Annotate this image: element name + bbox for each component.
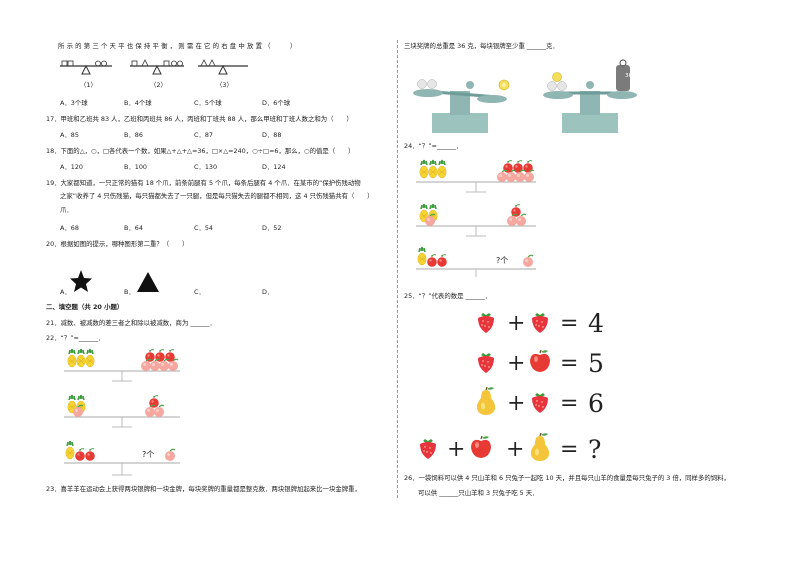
q17-option-b: B．86	[124, 131, 143, 139]
q16-scale-label-1: （1）	[80, 81, 97, 89]
q16-text: 所示的第三个天平也保持平衡，则需在它的右盘中放置（ ）	[58, 42, 299, 50]
q26-line-2: 可以供 ______只山羊和 3 只兔子吃 5 天．	[418, 489, 539, 497]
q16-scale-label-2: （2）	[150, 81, 167, 89]
svg-text:+: +	[507, 311, 525, 336]
q20-option-a: A．	[60, 288, 71, 296]
q25-fruit-equations: + = + = + = + + =	[420, 311, 578, 462]
svg-text:=: =	[560, 391, 578, 416]
q17-text: 17．甲班和乙班共 83 人，乙班和丙班共 86 人，丙班和丁班共 88 人，那…	[46, 115, 353, 123]
q16-scale-2	[130, 59, 184, 75]
q17-option-d: D．88	[262, 131, 282, 139]
q16-option-b: B．4个球	[124, 99, 152, 107]
q17-option-c: C．87	[194, 131, 213, 139]
q19-option-d: D．52	[262, 224, 282, 232]
q23-continued: 三块奖牌的总重是 36 克，每块银牌至少重 ______克．	[404, 42, 559, 50]
q21-text: 21．减数、被减数的差三者之和除以被减数，商为 ______．	[46, 319, 216, 327]
column-divider	[397, 40, 398, 498]
q18-text: 18．下面的△，○，□各代表一个数，如果△+△+△=36，□×△=240，○÷□…	[46, 147, 355, 155]
section-2-heading: 二、填空题（共 20 小题）	[46, 303, 124, 311]
q16-scale-1	[60, 60, 112, 75]
q20-option-c: C．	[194, 288, 205, 296]
q19-option-c: C．54	[194, 224, 213, 232]
q24-question-mark: ?个	[496, 256, 509, 265]
q16-option-a: A．3个球	[60, 99, 88, 107]
q22-question-mark: ?个	[142, 450, 155, 459]
svg-text:+: +	[447, 437, 465, 462]
q25-text: 25．“？”代表的数是 ______．	[404, 292, 492, 300]
q17-option-a: A．85	[60, 131, 79, 139]
q24-text: 24．“？”=______．	[404, 142, 463, 150]
q20-option-b: B．	[124, 288, 135, 296]
q19-line-3: 爪．	[60, 206, 73, 214]
q25-result-3: 6	[588, 389, 604, 418]
q25-result-2: 5	[588, 349, 604, 378]
q19-line-2: 之家”收养了 4 只伤残猫，每只猫都失去了一只腿，但是每只猫失去的腿都不相同，这…	[60, 192, 374, 200]
q19-option-b: B．64	[124, 224, 143, 232]
q16-option-d: D．6个球	[262, 99, 291, 107]
q26-line-1: 26．一袋饲料可以供 4 只山羊和 6 只兔子一起吃 10 天，并且每只山羊的食…	[404, 474, 730, 482]
svg-text:+: +	[506, 437, 524, 462]
q23-text: 23．喜羊羊在运动会上获得两块银牌和一块金牌，每块奖牌的重量都是整克数．两块银牌…	[46, 485, 361, 493]
svg-text:+: +	[507, 391, 525, 416]
q24-fruit-scales	[416, 159, 536, 277]
q18-option-d: D．124	[262, 163, 286, 171]
q18-option-c: C．130	[194, 163, 218, 171]
q19-option-a: A．68	[60, 224, 79, 232]
q20-option-d: D．	[262, 288, 274, 296]
q25-result-1: 4	[588, 309, 604, 338]
q22-fruit-scales	[64, 348, 180, 476]
triangle-shape	[137, 272, 159, 292]
q16-option-c: C．5个球	[194, 99, 222, 107]
q23-weight-label: 36克	[625, 73, 638, 79]
q16-scale-label-3: （3）	[216, 81, 233, 89]
svg-text:=: =	[560, 311, 578, 336]
q19-line-1: 19．大家都知道，一只正常的猫有 18 个爪，前条前腿有 5 个爪，每条后腿有 …	[46, 179, 361, 187]
q18-option-b: B．100	[124, 163, 147, 171]
q20-text: 20．根据如图的提示，哪种图形第二重？（ ）	[46, 240, 189, 248]
star-shape	[70, 270, 92, 292]
balance-scale-b	[543, 59, 637, 133]
q16-scales	[60, 59, 248, 75]
balance-scale-a	[413, 79, 510, 133]
q18-option-a: A．120	[60, 163, 83, 171]
q25-result-4: ?	[588, 435, 602, 464]
q22-text: 22．“？”=______．	[46, 334, 105, 342]
svg-text:=: =	[560, 351, 578, 376]
q16-scale-3	[198, 59, 248, 75]
q23-balance-scales	[413, 59, 637, 133]
svg-text:=: =	[560, 437, 578, 462]
svg-text:+: +	[507, 351, 525, 376]
